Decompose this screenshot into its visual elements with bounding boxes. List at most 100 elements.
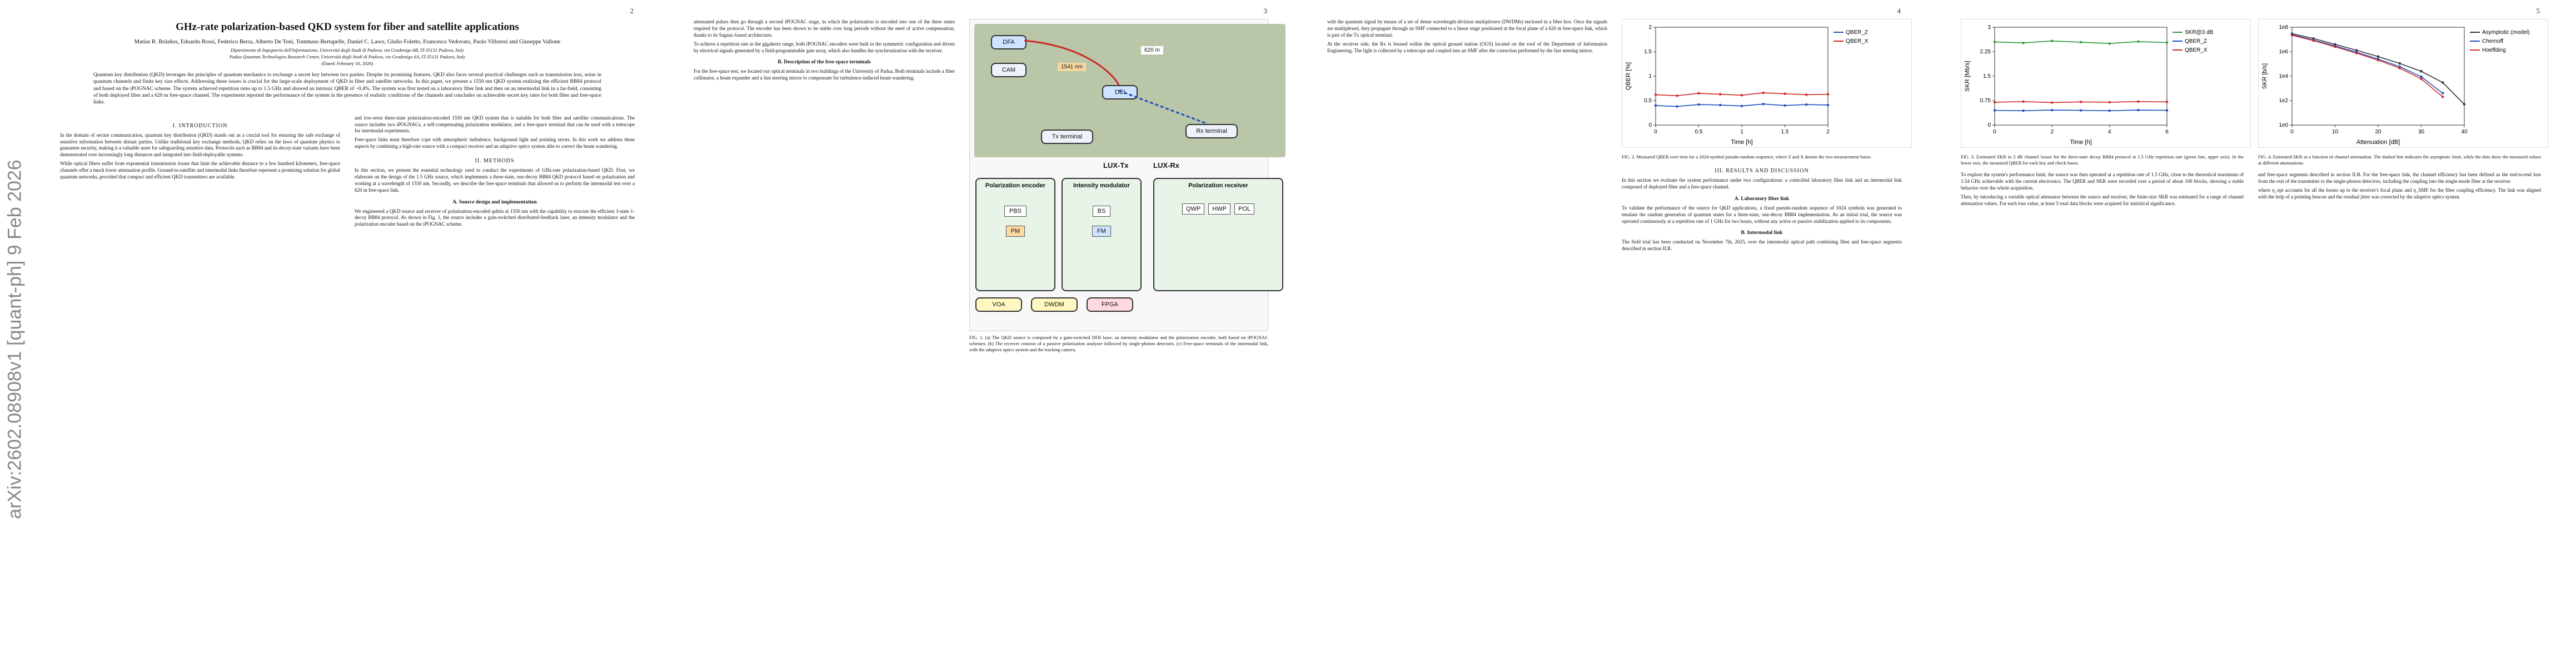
column-left: I. INTRODUCTION In the domain of secure … bbox=[60, 115, 340, 231]
data-point bbox=[2420, 70, 2423, 73]
figure-3-caption: FIG. 3. Estimated SKR in 3 dB channel lo… bbox=[1961, 154, 2244, 166]
data-point bbox=[1805, 103, 1808, 106]
legend-label: QBER_Z bbox=[1846, 29, 1868, 36]
data-point bbox=[2137, 40, 2140, 43]
data-point bbox=[2398, 67, 2401, 69]
data-point bbox=[1993, 101, 1996, 104]
block-title: Polarization encoder bbox=[985, 182, 1046, 189]
y-tick-label: 1e8 bbox=[2279, 24, 2288, 31]
data-point bbox=[2463, 103, 2466, 106]
paragraph: and free-space segments described in sec… bbox=[2258, 172, 2541, 184]
y-tick-label: 3 bbox=[1987, 24, 1991, 31]
dei-box: DEI bbox=[1102, 85, 1138, 99]
fm-block: FM bbox=[1063, 226, 1140, 237]
data-point bbox=[2022, 109, 2025, 112]
section-heading: III. RESULTS AND DISCUSSION bbox=[1715, 168, 1809, 175]
page-1: 2 GHz-rate polarization-based QKD system… bbox=[33, 0, 661, 667]
free-space-distance-label: 620 m bbox=[1141, 46, 1163, 54]
affiliation-2: Padua Quantum Technologies Research Cent… bbox=[229, 54, 466, 59]
arxiv-identifier: arXiv:2602.08908v1 [quant-ph] 9 Feb 2026 bbox=[2, 160, 28, 519]
y-axis-label: SKR [b/s] bbox=[2261, 63, 2268, 89]
data-point bbox=[1783, 92, 1786, 95]
link-path bbox=[1024, 39, 1208, 125]
x-tick-label: 10 bbox=[2332, 129, 2339, 135]
column-left: attenuated pulses then go through a seco… bbox=[694, 19, 955, 359]
data-point bbox=[1719, 103, 1722, 107]
data-point bbox=[2108, 42, 2111, 45]
subsection-heading: B. Description of the free-space termina… bbox=[778, 59, 871, 66]
page-number: 3 bbox=[1263, 7, 1268, 15]
data-point bbox=[2420, 77, 2423, 81]
legend-label: QBER_X bbox=[1846, 38, 1869, 44]
legend-label: Asymptotic (model) bbox=[2482, 29, 2530, 36]
series-line bbox=[2291, 34, 2443, 97]
y-tick-label: 2.25 bbox=[1980, 49, 1991, 55]
data-point bbox=[2165, 41, 2169, 44]
y-tick-label: 1.5 bbox=[1644, 49, 1652, 55]
x-tick-label: 0 bbox=[1993, 129, 1996, 135]
figure-2-caption: FIG. 2. Measured QBER over time for a 10… bbox=[1622, 154, 1872, 160]
data-point bbox=[2442, 96, 2444, 98]
data-point bbox=[1805, 93, 1808, 96]
paper-date: (Dated: February 10, 2026) bbox=[321, 61, 373, 66]
data-point bbox=[1676, 105, 1678, 108]
tx-terminal-box: Tx terminal bbox=[1041, 130, 1093, 144]
data-point bbox=[2051, 101, 2054, 104]
paragraph: In this section, we present the essentia… bbox=[355, 167, 635, 193]
y-tick-label: 1.5 bbox=[1983, 73, 1991, 79]
data-point bbox=[1697, 92, 1700, 94]
data-point bbox=[2355, 52, 2358, 54]
abstract: Quantum key distribution (QKD) leverages… bbox=[93, 72, 601, 106]
page-3: 4 with the quantum signal by means of a … bbox=[1301, 0, 1929, 667]
x-tick-label: 20 bbox=[2375, 129, 2381, 135]
paper-title: GHz-rate polarization-based QKD system f… bbox=[176, 21, 519, 33]
page-number: 5 bbox=[2536, 7, 2540, 15]
paragraph: The field trial has been conducted on No… bbox=[1622, 239, 1902, 252]
x-tick-label: 0 bbox=[1654, 129, 1657, 135]
x-tick-label: 2 bbox=[1826, 129, 1830, 135]
data-point bbox=[2420, 75, 2423, 78]
plot-frame bbox=[1655, 27, 1828, 126]
column-right: DFA CAM DEI Rx terminal Tx terminal 1541… bbox=[969, 19, 1285, 359]
paragraph: To achieve a repetition rate in the giga… bbox=[694, 41, 955, 53]
legend-label: QBER_X bbox=[2185, 47, 2208, 53]
data-point bbox=[2137, 100, 2140, 103]
page-2: 3 attenuated pulses then go through a se… bbox=[667, 0, 1295, 667]
paragraph: where η_opt accounts for all the losses … bbox=[2258, 187, 2541, 200]
data-point bbox=[2022, 41, 2025, 44]
data-point bbox=[2290, 34, 2294, 37]
data-point bbox=[1676, 94, 1678, 97]
paragraph: For the free-space test, we located our … bbox=[694, 68, 955, 81]
legend-label: SKR@3 dB bbox=[2185, 29, 2214, 36]
y-tick-label: 1e6 bbox=[2279, 49, 2288, 55]
x-tick-label: 0 bbox=[2290, 129, 2294, 135]
paragraph: In this section we evaluate the system p… bbox=[1622, 177, 1902, 190]
polarization-receiver-block: Polarization receiver QWP HWP POL bbox=[1153, 178, 1283, 291]
data-point bbox=[1654, 93, 1657, 96]
paragraph: In the domain of secure communication, q… bbox=[60, 132, 340, 158]
data-point bbox=[2051, 108, 2054, 112]
paragraph: To validate the performance of the sourc… bbox=[1622, 205, 1902, 224]
polarization-encoder-block: Polarization encoder PBS PM bbox=[975, 178, 1055, 291]
data-point bbox=[2079, 101, 2082, 103]
page-number: 2 bbox=[630, 7, 634, 15]
column-right: and low-error three-state polarization-e… bbox=[355, 115, 635, 231]
legend-label: QBER_Z bbox=[2185, 38, 2207, 44]
paper-authors: Matías R. Bolaños, Edoardo Rossi, Federi… bbox=[134, 39, 561, 45]
data-point bbox=[2051, 39, 2054, 42]
lux-tx-label: LUX-Tx bbox=[1103, 161, 1129, 170]
data-point bbox=[2355, 49, 2358, 52]
rx-terminal-box: Rx terminal bbox=[1185, 124, 1238, 138]
bs-block: BS bbox=[1092, 206, 1111, 217]
data-point bbox=[2108, 109, 2111, 112]
page-number: 4 bbox=[1897, 7, 1901, 15]
y-tick-label: 1e4 bbox=[2279, 73, 2288, 79]
x-tick-label: 1 bbox=[1740, 129, 1743, 135]
paragraph: While optical fibers suffer from exponen… bbox=[60, 161, 340, 180]
x-tick-label: 0.5 bbox=[1695, 129, 1703, 135]
data-point bbox=[1783, 104, 1786, 107]
lux-rx-label: LUX-Rx bbox=[1153, 161, 1179, 170]
